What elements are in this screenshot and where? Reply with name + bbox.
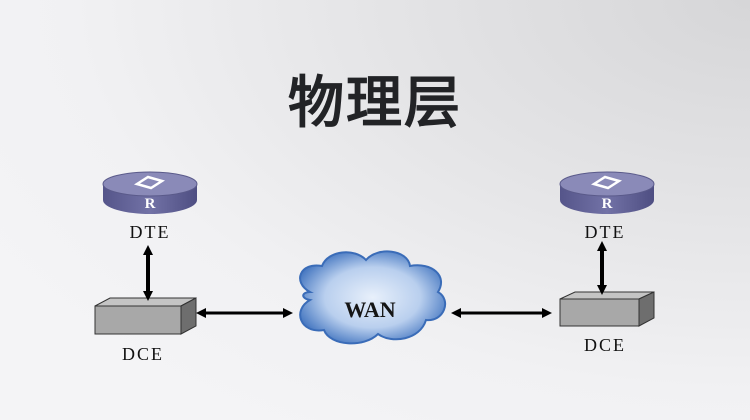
left-dte-router-icon: R [102,171,198,214]
right-dte-label: DTE [584,222,626,242]
left-dce-box [94,297,197,335]
right-dte-router-icon: R [559,171,655,214]
left-dce-label: DCE [122,344,164,364]
wan-label: WAN [344,297,396,322]
right-dce-box [559,291,655,327]
right-dce-label: DCE [584,335,626,355]
router-glyph: R [602,196,613,212]
left-dte-label: DTE [129,222,171,242]
page-title: 物理层 [288,71,462,136]
router-glyph: R [145,196,156,212]
wan-cloud-icon [299,250,447,345]
